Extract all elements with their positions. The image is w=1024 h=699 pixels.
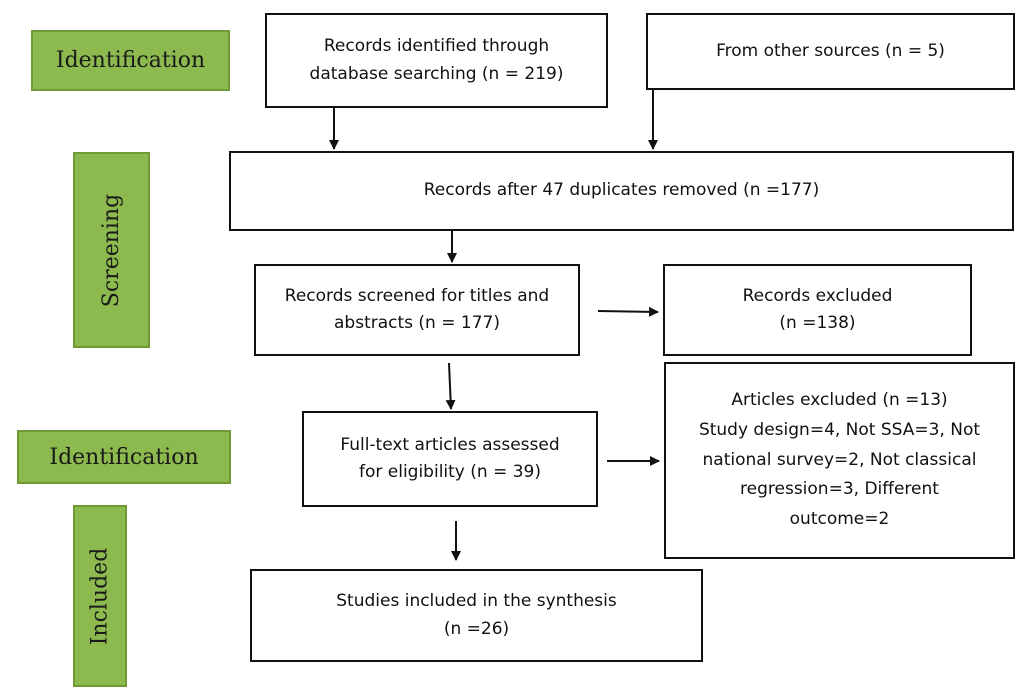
arrow-screened-to-excluded	[597, 306, 659, 317]
stage-identification-middle-label: Identification	[49, 444, 199, 470]
records-excluded-line-1: Records excluded	[742, 285, 893, 306]
stage-identification-top: Identification	[31, 30, 230, 91]
articles-excluded-box: Articles excluded (n =13) Study design=4…	[664, 362, 1015, 559]
screened-records-line-1: Records screened for titles and	[284, 285, 550, 306]
stage-included: Included	[73, 505, 127, 687]
articles-excluded-line-3: national survey=2, Not classical	[702, 449, 977, 470]
full-text-line-1: Full-text articles assessed	[340, 434, 560, 455]
arrow-screened-to-fulltext	[445, 362, 456, 410]
database-records-line-1: Records identified through	[323, 36, 550, 57]
articles-excluded-line-1: Articles excluded (n =13)	[731, 390, 948, 411]
stage-identification-top-label: Identification	[55, 48, 206, 73]
included-studies-box: Studies included in the synthesis (n =26…	[250, 569, 703, 662]
articles-excluded-line-5: outcome=2	[789, 509, 890, 530]
stage-screening: Screening	[73, 152, 150, 348]
database-records-line-2: database searching (n = 219)	[309, 63, 564, 84]
other-sources-box: From other sources (n = 5)	[646, 13, 1015, 90]
screened-records-box: Records screened for titles and abstract…	[254, 264, 580, 356]
full-text-box: Full-text articles assessed for eligibil…	[302, 411, 598, 507]
database-records-box: Records identified through database sear…	[265, 13, 608, 108]
full-text-line-2: for eligibility (n = 39)	[358, 462, 541, 482]
articles-excluded-line-2: Study design=4, Not SSA=3, Not	[698, 419, 981, 440]
screened-records-line-2: abstracts (n = 177)	[334, 313, 500, 333]
included-studies-line-1: Studies included in the synthesis	[336, 591, 617, 612]
articles-excluded-line-4: regression=3, Different	[740, 479, 939, 500]
included-studies-line-2: (n =26)	[443, 618, 510, 639]
after-duplicates-line-1: Records after 47 duplicates removed (n =…	[423, 180, 820, 201]
records-excluded-box: Records excluded (n =138)	[663, 264, 972, 356]
stage-identification-middle: Identification	[17, 430, 231, 484]
other-sources-line-1: From other sources (n = 5)	[716, 40, 945, 61]
after-duplicates-box: Records after 47 duplicates removed (n =…	[229, 151, 1014, 231]
records-excluded-line-2: (n =138)	[779, 313, 856, 333]
